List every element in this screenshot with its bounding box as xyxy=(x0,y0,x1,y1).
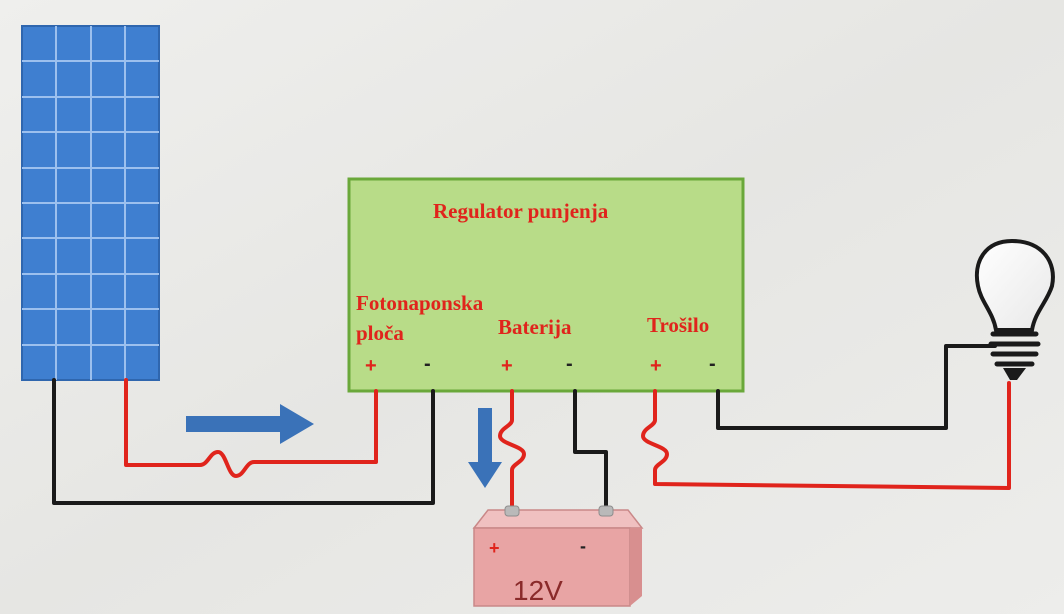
battery-body-minus: - xyxy=(580,536,586,556)
solar-panel-icon xyxy=(21,25,160,381)
battery-minus-terminal: - xyxy=(566,353,573,375)
load-positive-wire xyxy=(641,381,1011,490)
load-plus-terminal: + xyxy=(650,355,662,377)
load-negative-wire xyxy=(716,344,997,430)
battery-negative-wire xyxy=(573,389,608,515)
arrow-right-icon xyxy=(186,404,314,444)
panel-terminal-label-line2: ploča xyxy=(356,321,404,345)
battery-plus-terminal: + xyxy=(501,355,513,377)
arrow-down-icon xyxy=(468,408,502,488)
battery-icon xyxy=(472,505,644,607)
panel-plus-terminal: + xyxy=(365,355,377,377)
battery-body-plus: + xyxy=(489,538,500,558)
battery-terminal-label: Baterija xyxy=(498,315,572,339)
load-terminal-label: Trošilo xyxy=(647,313,710,337)
panel-minus-terminal: - xyxy=(424,353,431,375)
panel-positive-wire xyxy=(124,378,378,478)
light-bulb-icon xyxy=(974,238,1055,380)
battery-positive-wire xyxy=(498,389,526,515)
charge-regulator-box xyxy=(347,177,745,393)
regulator-title: Regulator punjenja xyxy=(433,199,609,223)
load-minus-terminal: - xyxy=(709,353,716,375)
battery-voltage: 12V xyxy=(513,575,563,606)
panel-terminal-label-line1: Fotonaponska xyxy=(356,291,484,315)
panel-negative-wire xyxy=(52,378,435,505)
